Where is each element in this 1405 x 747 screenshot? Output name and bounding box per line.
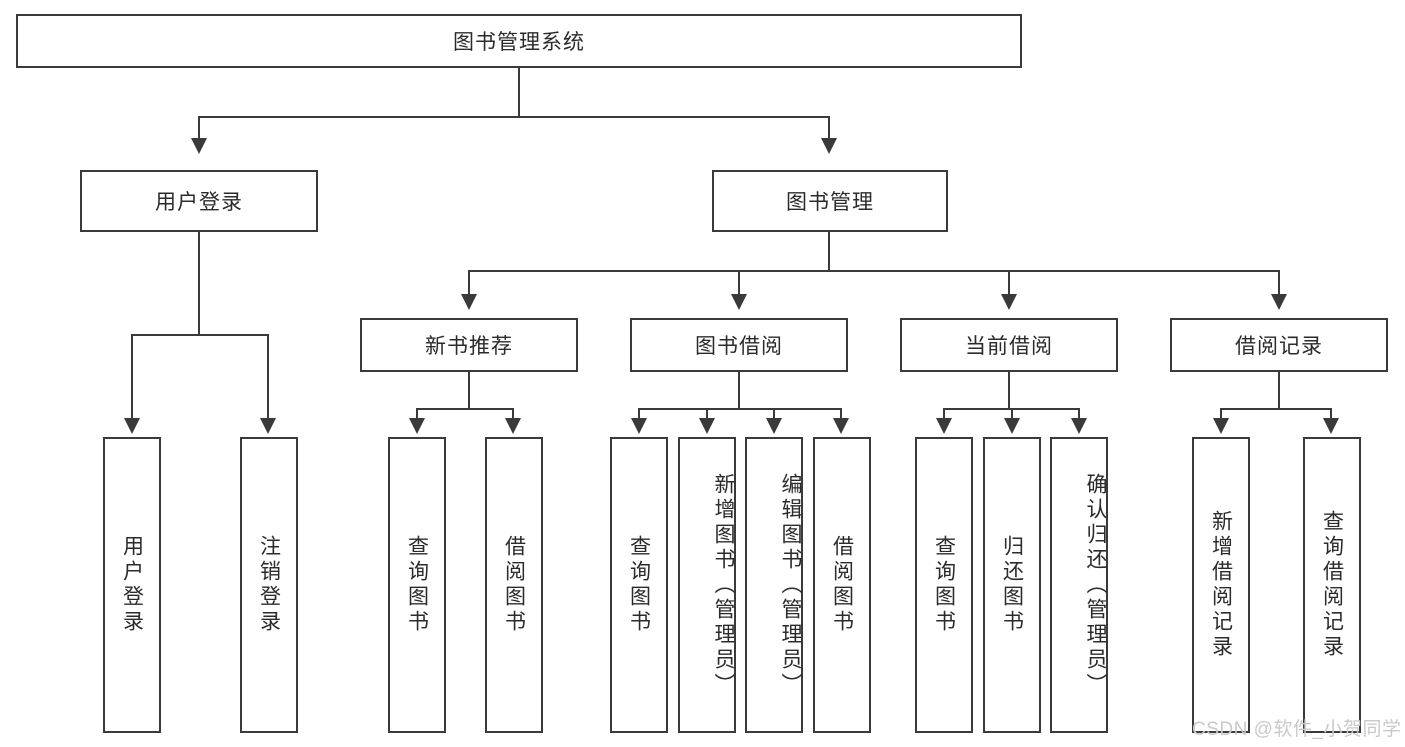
arrowhead-leaf-borrow-book	[833, 418, 849, 434]
edge-book-borrow-stem	[738, 372, 740, 408]
edge-book-manage-drop-3	[1008, 270, 1010, 296]
edge-user-login-drop-2	[267, 334, 269, 420]
node-book-manage-label: 图书管理	[786, 191, 874, 214]
node-leaf-add-book[interactable]: 新增图书（管理员）	[678, 437, 736, 733]
node-root[interactable]: 图书管理系统	[16, 14, 1022, 68]
edge-new-book-rec-bus	[416, 408, 514, 410]
node-borrow-record-label: 借阅记录	[1235, 335, 1323, 358]
node-leaf-query-book-cur-label: 查询图书	[932, 535, 956, 635]
node-current-borrow[interactable]: 当前借阅	[900, 318, 1118, 372]
edge-root-to-user-login	[198, 116, 200, 140]
arrowhead-leaf-add-book	[699, 418, 715, 434]
edge-root-bus	[198, 116, 830, 118]
node-leaf-edit-book-label: 编辑图书（管理员）	[779, 472, 802, 698]
edge-user-login-stem	[198, 232, 200, 334]
edge-root-to-book-manage	[828, 116, 830, 140]
edge-borrow-record-stem	[1278, 372, 1280, 408]
arrowhead-leaf-add-record	[1213, 418, 1229, 434]
edge-new-book-rec-drop-2	[512, 408, 514, 420]
arrowhead-leaf-return-book	[1004, 418, 1020, 434]
node-root-label: 图书管理系统	[453, 31, 585, 54]
node-leaf-query-book-cur[interactable]: 查询图书	[915, 437, 973, 733]
node-leaf-logout[interactable]: 注销登录	[240, 437, 298, 733]
edge-new-book-rec-drop-1	[416, 408, 418, 420]
node-book-manage[interactable]: 图书管理	[712, 170, 948, 232]
arrowhead-user-login	[191, 138, 207, 154]
csdn-watermark-text: CSDN @软件_小贺同学	[1192, 719, 1402, 740]
arrowhead-leaf-user-login	[124, 418, 140, 434]
node-leaf-confirm-return-label: 确认归还（管理员）	[1084, 472, 1107, 698]
node-book-borrow-label: 图书借阅	[695, 335, 783, 358]
arrowhead-borrow-record	[1271, 294, 1287, 310]
node-leaf-add-record[interactable]: 新增借阅记录	[1192, 437, 1250, 733]
node-leaf-borrow-book-rec-label: 借阅图书	[502, 535, 526, 635]
edge-user-login-bus	[131, 334, 269, 336]
node-leaf-query-record-label: 查询借阅记录	[1320, 510, 1344, 660]
arrowhead-leaf-borrow-book-rec	[505, 418, 521, 434]
edge-borrow-record-drop-1	[1220, 408, 1222, 420]
node-leaf-borrow-book-rec[interactable]: 借阅图书	[485, 437, 543, 733]
node-leaf-confirm-return[interactable]: 确认归还（管理员）	[1050, 437, 1108, 733]
edge-current-borrow-stem	[1008, 372, 1010, 408]
node-leaf-user-login[interactable]: 用户登录	[103, 437, 161, 733]
node-leaf-return-book[interactable]: 归还图书	[983, 437, 1041, 733]
node-leaf-query-book-rec[interactable]: 查询图书	[388, 437, 446, 733]
node-leaf-user-login-label: 用户登录	[120, 535, 144, 635]
edge-book-borrow-drop-2	[706, 408, 708, 420]
node-leaf-add-book-label: 新增图书（管理员）	[712, 472, 735, 698]
node-leaf-query-book-borrow[interactable]: 查询图书	[610, 437, 668, 733]
node-current-borrow-label: 当前借阅	[965, 335, 1053, 358]
arrowhead-book-borrow	[731, 294, 747, 310]
edge-book-manage-drop-1	[468, 270, 470, 296]
node-leaf-return-book-label: 归还图书	[1000, 535, 1024, 635]
node-leaf-borrow-book[interactable]: 借阅图书	[813, 437, 871, 733]
arrowhead-leaf-query-book-cur	[936, 418, 952, 434]
arrowhead-book-manage	[821, 138, 837, 154]
edge-user-login-drop-1	[131, 334, 133, 420]
edge-current-borrow-drop-1	[943, 408, 945, 420]
node-user-login[interactable]: 用户登录	[80, 170, 318, 232]
edge-current-borrow-drop-3	[1078, 408, 1080, 420]
node-leaf-add-record-label: 新增借阅记录	[1209, 510, 1233, 660]
edge-book-manage-stem	[828, 232, 830, 270]
edge-root-stem	[518, 68, 520, 116]
node-user-login-label: 用户登录	[155, 191, 243, 214]
arrowhead-current-borrow	[1001, 294, 1017, 310]
node-leaf-query-record[interactable]: 查询借阅记录	[1303, 437, 1361, 733]
node-leaf-borrow-book-label: 借阅图书	[830, 535, 854, 635]
edge-borrow-record-drop-2	[1330, 408, 1332, 420]
node-leaf-query-book-rec-label: 查询图书	[405, 535, 429, 635]
edge-new-book-rec-stem	[468, 372, 470, 408]
arrowhead-leaf-query-record	[1323, 418, 1339, 434]
node-leaf-query-book-borrow-label: 查询图书	[627, 535, 651, 635]
arrowhead-leaf-query-book-rec	[409, 418, 425, 434]
arrowhead-leaf-logout	[260, 418, 276, 434]
node-new-book-rec[interactable]: 新书推荐	[360, 318, 578, 372]
edge-book-manage-bus	[468, 270, 1280, 272]
csdn-watermark: CSDN @软件_小贺同学	[1192, 714, 1401, 741]
arrowhead-leaf-query-book-borrow	[631, 418, 647, 434]
arrowhead-leaf-edit-book	[766, 418, 782, 434]
edge-borrow-record-bus	[1220, 408, 1332, 410]
node-borrow-record[interactable]: 借阅记录	[1170, 318, 1388, 372]
edge-book-borrow-drop-3	[773, 408, 775, 420]
node-leaf-edit-book[interactable]: 编辑图书（管理员）	[745, 437, 803, 733]
edge-book-borrow-drop-1	[638, 408, 640, 420]
node-leaf-logout-label: 注销登录	[257, 535, 281, 635]
node-book-borrow[interactable]: 图书借阅	[630, 318, 848, 372]
edge-book-manage-drop-2	[738, 270, 740, 296]
edge-book-borrow-drop-4	[840, 408, 842, 420]
edge-book-manage-drop-4	[1278, 270, 1280, 296]
node-new-book-rec-label: 新书推荐	[425, 335, 513, 358]
arrowhead-new-book-rec	[461, 294, 477, 310]
edge-current-borrow-drop-2	[1011, 408, 1013, 420]
edge-book-borrow-bus	[638, 408, 842, 410]
arrowhead-leaf-confirm-return	[1071, 418, 1087, 434]
